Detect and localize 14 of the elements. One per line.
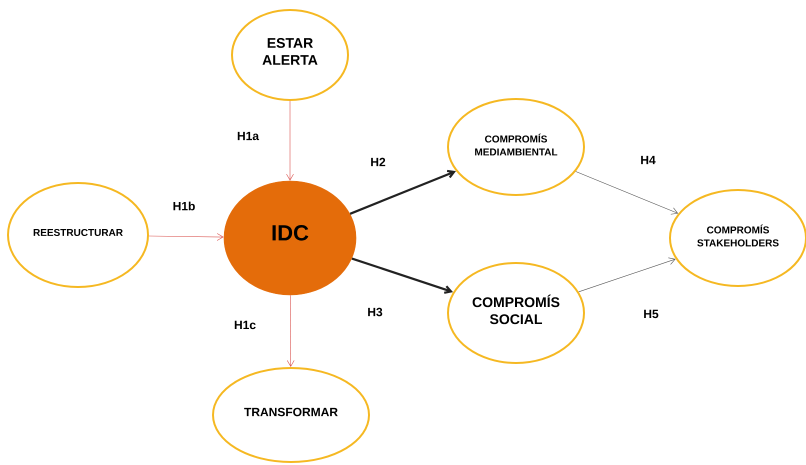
arrow: [352, 258, 454, 294]
arrow: [286, 100, 294, 181]
arrow: [148, 233, 224, 241]
arrow: [575, 171, 678, 215]
edge-label: H1b: [173, 202, 195, 210]
edge-label: H4: [641, 156, 656, 164]
edge-label: H3: [368, 308, 382, 316]
edge-label: H5: [644, 310, 658, 318]
arrow: [350, 170, 456, 215]
edge-label: H1c: [234, 320, 256, 330]
arrow: [286, 295, 294, 367]
edge-label: H2: [371, 158, 386, 166]
arrow: [578, 258, 676, 292]
edge-label: H1a: [238, 132, 260, 140]
